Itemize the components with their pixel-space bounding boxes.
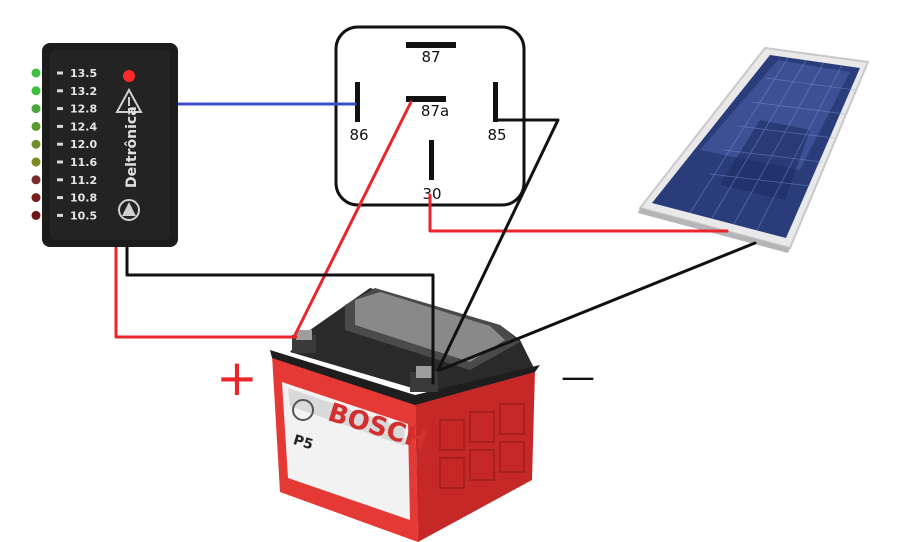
solar-positive-wire: [428, 193, 729, 233]
level-marker: [57, 89, 63, 93]
level-label: 11.2: [70, 174, 97, 187]
relay-85-negative-wire: [436, 118, 560, 372]
pin-85-terminal: [493, 82, 498, 122]
level-led: [31, 210, 41, 220]
pin-86-label: 86: [349, 126, 368, 144]
level-led: [31, 121, 41, 131]
pin-86-terminal: [355, 82, 360, 122]
relay-87a-positive-wire: [292, 100, 413, 339]
level-marker: [57, 107, 63, 111]
level-label: 12.8: [70, 103, 97, 116]
level-label: 10.5: [70, 209, 97, 222]
level-label: 12.4: [70, 120, 97, 133]
pin-87-terminal: [406, 42, 456, 48]
pin-87-label: 87: [421, 48, 440, 66]
pin-30-label: 30: [422, 185, 441, 203]
pin-85-label: 85: [487, 126, 506, 144]
level-led: [31, 157, 41, 167]
level-label: 13.2: [70, 85, 97, 98]
level-label: 13.5: [70, 67, 97, 80]
level-marker: [57, 124, 63, 128]
negative-symbol: —: [561, 357, 595, 397]
bosch-logo-icon: [292, 399, 314, 421]
level-marker: [57, 71, 63, 75]
monitor-negative-wire: [125, 243, 435, 385]
status-led: [123, 70, 135, 82]
voltage-monitor: 13.5 13.2 12.8 12.4 12.0 11.6 11.2 10.8 10.5 Del…: [31, 43, 178, 247]
battery: BOSCH P5 + —: [216, 288, 595, 542]
level-marker: [57, 213, 63, 217]
level-led: [31, 86, 41, 96]
level-led: [31, 175, 41, 185]
battery-positive-terminal: [292, 330, 316, 353]
level-label: 10.8: [70, 192, 97, 205]
level-marker: [57, 196, 63, 200]
positive-symbol: +: [216, 349, 258, 407]
level-label: 11.6: [70, 156, 97, 169]
pin-87a-label: 87a: [421, 102, 449, 120]
level-marker: [57, 160, 63, 164]
level-marker: [57, 178, 63, 182]
pin-30-terminal: [429, 140, 434, 180]
level-led: [31, 193, 41, 203]
wires: [114, 100, 757, 385]
level-led: [31, 68, 41, 78]
pin-87a-terminal: [406, 96, 446, 102]
deltronica-logo-icon: [118, 199, 140, 221]
warning-icon: [115, 87, 143, 113]
level-led: [31, 104, 41, 114]
battery-negative-terminal: [410, 366, 438, 392]
monitor-positive-wire: [114, 243, 298, 339]
level-led: [31, 139, 41, 149]
solar-negative-wire: [438, 241, 757, 372]
solar-panel: [638, 46, 870, 253]
relay: 87 87a 86 85 30: [334, 25, 526, 207]
level-marker: [57, 142, 63, 146]
level-label: 12.0: [70, 138, 97, 151]
battery-model: P5: [291, 432, 315, 453]
monitor-brand: Deltrônica: [124, 106, 140, 188]
